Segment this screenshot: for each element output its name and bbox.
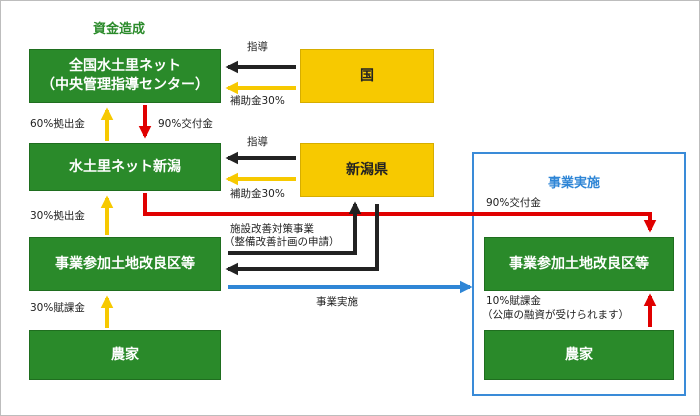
facility-label-line2: （整備改善計画の申請） bbox=[224, 236, 340, 248]
district-left-box: 事業参加土地改良区等 bbox=[29, 237, 221, 291]
funding-heading: 資金造成 bbox=[93, 22, 146, 37]
levy-10-label: 10%賦課金 bbox=[486, 295, 541, 307]
national-center-box: 全国水土里ネット （中央管理指導センター） bbox=[29, 49, 221, 103]
implementation-frame bbox=[472, 152, 686, 396]
implementation-heading: 事業実施 bbox=[548, 176, 601, 191]
guidance-label-1: 指導 bbox=[247, 41, 268, 53]
niigata-net-box: 水土里ネット新潟 bbox=[29, 143, 221, 191]
contrib-60-label: 60%拠出金 bbox=[30, 118, 85, 130]
subsidy-label-1: 補助金30% bbox=[230, 95, 285, 107]
grant-90-right-label: 90%交付金 bbox=[486, 197, 541, 209]
grant-90-right-arrow bbox=[143, 193, 657, 233]
facility-label-line1: 施設改善対策事業 bbox=[230, 223, 314, 235]
approval-arrow bbox=[225, 204, 379, 276]
levy-10-note: （公庫の融資が受けられます） bbox=[482, 309, 629, 321]
country-box: 国 bbox=[300, 49, 434, 103]
national-center-line1: 全国水土里ネット bbox=[69, 58, 181, 75]
contrib-30-label: 30%拠出金 bbox=[30, 210, 85, 222]
application-arrow bbox=[228, 201, 362, 255]
national-center-line2: （中央管理指導センター） bbox=[41, 77, 209, 93]
farmer-right-box: 農家 bbox=[484, 330, 674, 380]
district-right-box: 事業参加土地改良区等 bbox=[484, 237, 674, 291]
guidance-label-2: 指導 bbox=[247, 136, 268, 148]
farmer-left-box: 農家 bbox=[29, 330, 221, 380]
levy-30-label: 30%賦課金 bbox=[30, 302, 85, 314]
subsidy-label-2: 補助金30% bbox=[230, 188, 285, 200]
grant-90-top-label: 90%交付金 bbox=[158, 118, 213, 130]
prefecture-box: 新潟県 bbox=[300, 143, 434, 197]
implementation-label: 事業実施 bbox=[316, 296, 358, 308]
